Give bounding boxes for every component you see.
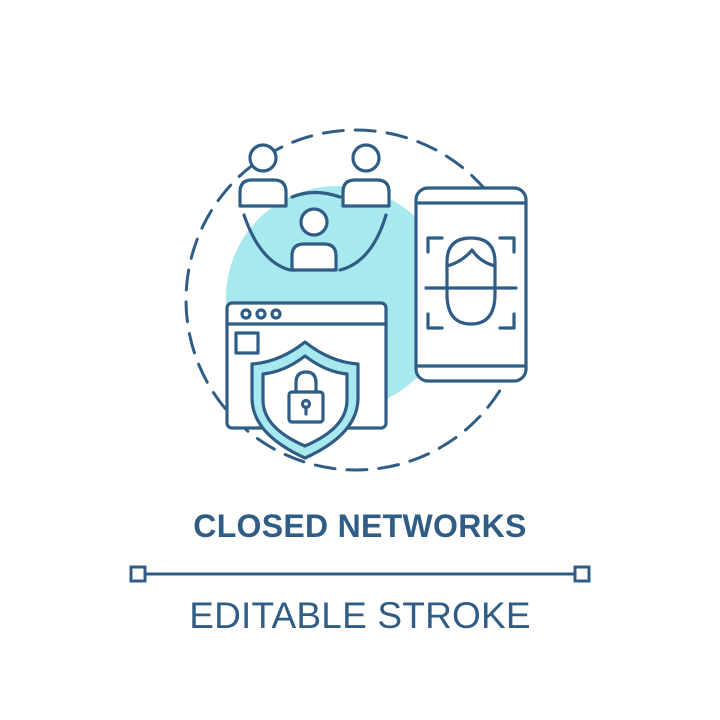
- shield-lock-icon: [250, 340, 360, 460]
- people-network-icon: [238, 143, 391, 272]
- face-id-phone-icon: [414, 186, 528, 383]
- page-subtitle: EDITABLE STROKE: [189, 595, 531, 636]
- divider-line: [129, 565, 591, 583]
- page-title: CLOSED NETWORKS: [193, 508, 527, 544]
- divider-left-handle: [129, 565, 147, 583]
- divider-right-handle: [573, 565, 591, 583]
